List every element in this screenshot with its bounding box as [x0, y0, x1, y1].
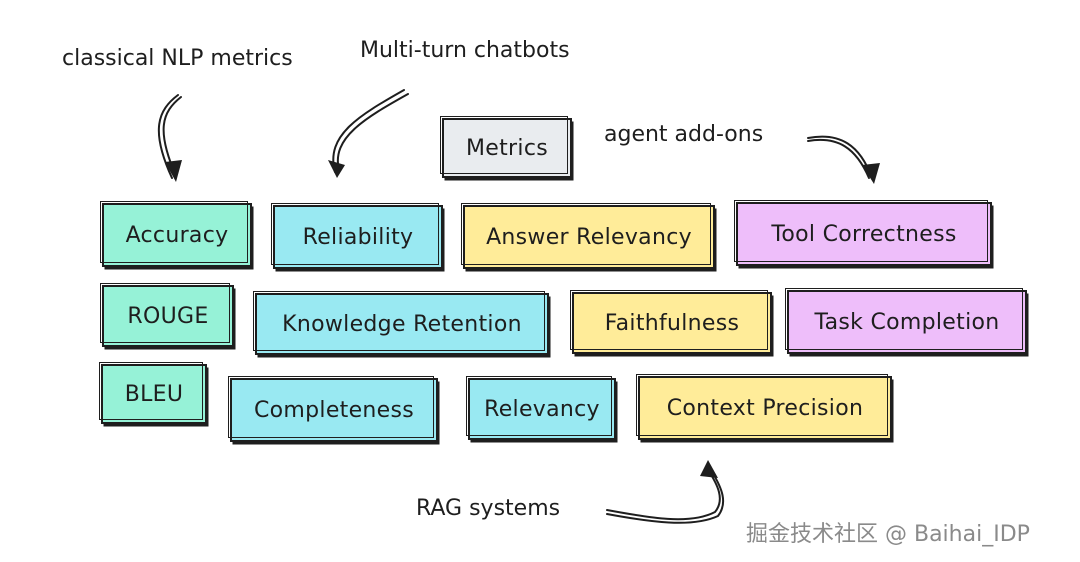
metric-accuracy: Accuracy: [100, 201, 252, 267]
metric-tool-correctness: Tool Correctness: [734, 200, 992, 266]
metric-completeness: Completeness: [228, 376, 438, 442]
metric-rouge: ROUGE: [100, 283, 234, 347]
metric-relevancy: Relevancy: [466, 376, 616, 440]
rag-arrowhead: [700, 460, 718, 478]
metric-reliability: Reliability: [271, 203, 443, 269]
chatbots-arrow: [332, 89, 405, 173]
metric-bleu: BLEU: [99, 362, 207, 424]
annotation-agent-add-ons: agent add-ons: [604, 122, 764, 147]
annotation-classical-nlp: classical NLP metrics: [62, 46, 293, 71]
watermark: 掘金技术社区 @ Baihai_IDP: [746, 522, 1030, 547]
metric-answer-relevancy: Answer Relevancy: [461, 203, 715, 269]
metric-task-completion: Task Completion: [785, 288, 1027, 354]
classical-arrow: [157, 94, 179, 179]
metric-context-precision: Context Precision: [636, 374, 892, 440]
metric-knowledge-retention: Knowledge Retention: [253, 291, 549, 355]
agent-arrowhead: [862, 163, 880, 184]
rag-arrow: [606, 469, 721, 521]
annotation-multi-turn-chatbots: Multi-turn chatbots: [360, 38, 570, 63]
classical-arrowhead: [165, 160, 182, 182]
chatbots-arrowhead: [328, 160, 345, 178]
annotation-rag-systems: RAG systems: [416, 496, 561, 521]
metric-faithfulness: Faithfulness: [570, 290, 772, 354]
metrics-root-node: Metrics: [440, 116, 572, 178]
